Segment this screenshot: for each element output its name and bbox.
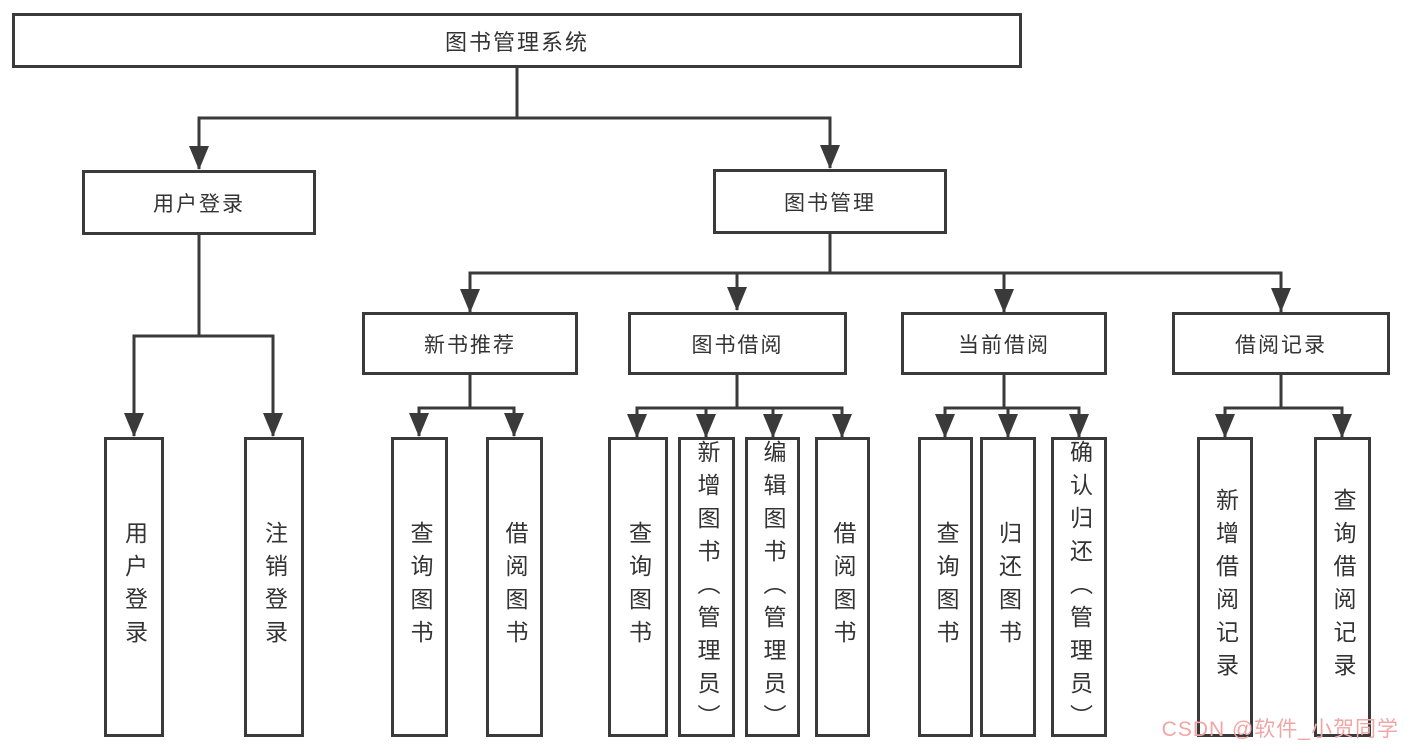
- node-query-borrow-record: 查询借阅记录: [1314, 437, 1371, 737]
- arrowhead: [124, 413, 144, 437]
- arrowhead: [409, 413, 429, 437]
- arrowhead: [504, 413, 524, 437]
- borrow-records-bracket-line: [1223, 406, 1344, 437]
- node-current-borrowing: 当前借阅: [901, 312, 1107, 375]
- node-add-books-admin: 新增图书（管理员）: [678, 437, 735, 737]
- current-borrow-bracket-line: [943, 406, 1081, 437]
- arrowhead: [1271, 288, 1291, 312]
- node-book-management: 图书管理: [713, 169, 947, 234]
- arrowhead: [263, 413, 283, 437]
- arrowhead: [627, 414, 647, 438]
- node-query-books-3: 查询图书: [918, 437, 973, 737]
- node-new-book-recommend: 新书推荐: [362, 312, 578, 375]
- node-borrow-books-2: 借阅图书: [815, 437, 870, 737]
- node-library-system: 图书管理系统: [12, 13, 1022, 68]
- level2-bracket-line: [468, 271, 1283, 312]
- user-login-bracket-line: [132, 334, 275, 436]
- node-user-login-leaf: 用户登录: [104, 437, 164, 737]
- level1-bracket-line: [197, 116, 832, 169]
- csdn-watermark: CSDN @软件_小贺同学: [1161, 718, 1399, 741]
- node-query-books-1: 查询图书: [391, 437, 448, 737]
- node-return-books: 归还图书: [980, 437, 1036, 737]
- arrowhead: [935, 414, 955, 438]
- arrowhead: [1332, 414, 1352, 438]
- arrowhead: [460, 289, 480, 313]
- node-book-borrowing: 图书借阅: [628, 312, 847, 375]
- arrowhead: [832, 414, 852, 438]
- arrowhead: [998, 414, 1018, 438]
- node-confirm-return-admin: 确认归还（管理员）: [1051, 437, 1107, 737]
- book-borrow-bracket-line: [635, 406, 844, 437]
- arrowhead: [189, 146, 209, 170]
- node-edit-books-admin: 编辑图书（管理员）: [745, 437, 800, 737]
- node-borrow-books-1: 借阅图书: [486, 437, 543, 737]
- arrowhead: [727, 287, 747, 311]
- arrowhead: [994, 289, 1014, 313]
- new-books-bracket-line: [417, 406, 516, 436]
- arrowhead: [763, 414, 783, 438]
- arrowhead: [696, 414, 716, 438]
- arrowhead: [820, 145, 840, 169]
- node-borrowing-records: 借阅记录: [1172, 312, 1390, 375]
- arrowhead: [1215, 414, 1235, 438]
- arrowhead: [1069, 414, 1089, 438]
- node-user-login-branch: 用户登录: [82, 170, 316, 235]
- node-query-books-2: 查询图书: [608, 437, 668, 737]
- node-logout-leaf: 注销登录: [244, 437, 304, 737]
- node-add-borrow-record: 新增借阅记录: [1197, 437, 1253, 737]
